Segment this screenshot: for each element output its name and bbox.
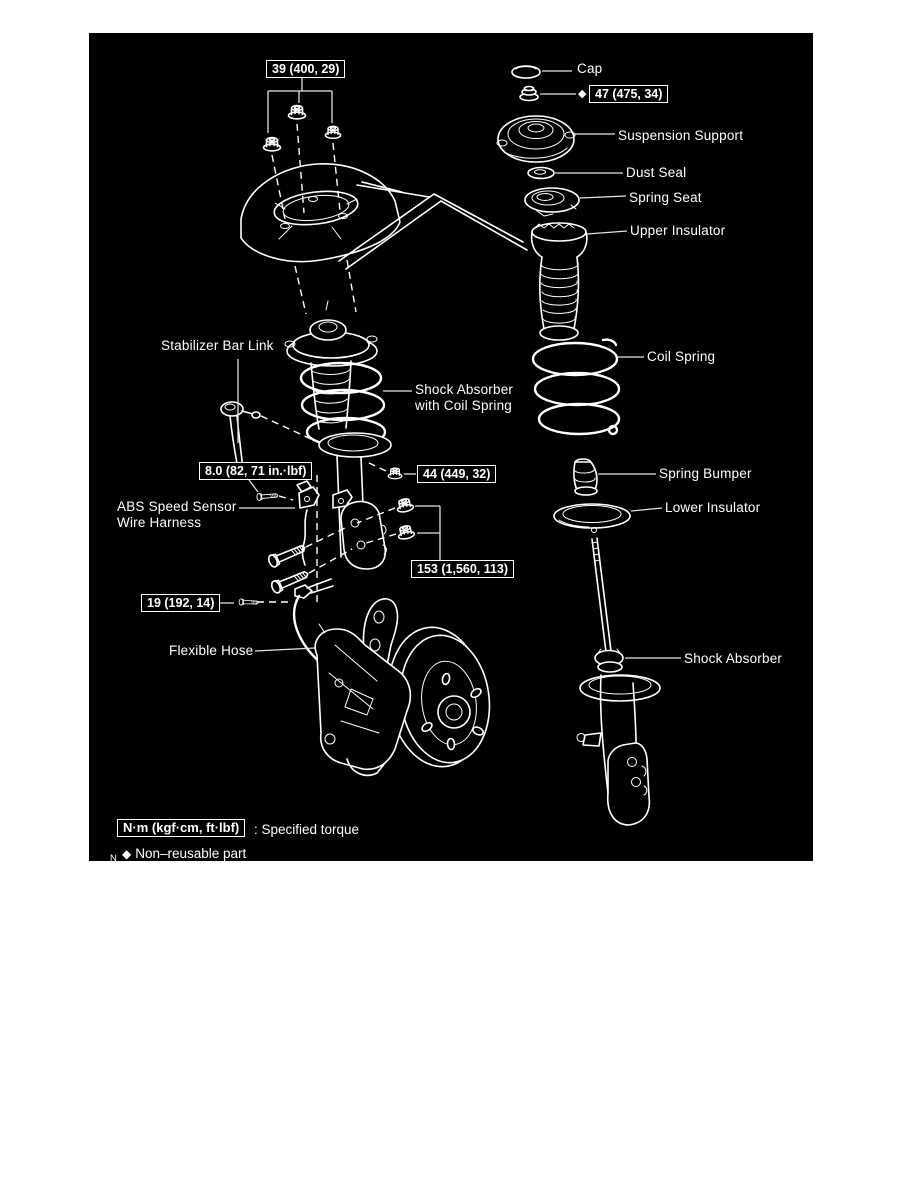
- torque-spec-top-mount-nuts: 39 (400, 29): [266, 60, 346, 78]
- knuckle-brake-drawing: [314, 598, 491, 777]
- strut-tower-drawing: [240, 163, 528, 270]
- torque-spec-flexible-hose-union: 19 (192, 14): [141, 594, 221, 612]
- torque-spec-knuckle-mount-bolts: 153 (1,560, 113): [411, 560, 515, 578]
- shock-absorber-drawing: [576, 537, 661, 826]
- non-reusable-diamond-icon: ◆: [578, 88, 587, 100]
- support-nut-drawing: [519, 85, 539, 102]
- label-upper-insulator: Upper Insulator: [630, 223, 726, 238]
- label-abs-line2: Wire Harness: [117, 515, 202, 530]
- spring-seat-drawing: [524, 187, 580, 217]
- alignment-dashed-lines: [257, 123, 397, 605]
- coil-spring-drawing: [531, 338, 621, 436]
- label-cap: Cap: [577, 61, 603, 76]
- label-dust-seal: Dust Seal: [626, 165, 687, 180]
- torque-spec-stabilizer-link-nut: 44 (449, 32): [417, 465, 497, 483]
- legend-non-reusable: ◆Non–reusable part: [122, 846, 246, 861]
- label-flexible-hose: Flexible Hose: [169, 643, 254, 658]
- label-abs-speed-sensor-wire-harness: ABS Speed Sensor Wire Harness: [117, 499, 237, 531]
- non-reusable-diamond-icon: ◆: [122, 847, 132, 861]
- exploded-view-diagram: Cap Suspension Support Dust Seal Spring …: [89, 33, 813, 864]
- suspension-support-drawing: [496, 115, 576, 163]
- strut-assembly-drawing: [284, 300, 392, 570]
- stabilizer-link-drawing: [220, 401, 261, 471]
- label-shock-absorber: Shock Absorber: [684, 651, 783, 666]
- label-coil-spring: Coil Spring: [647, 349, 716, 364]
- abs-sensor-drawing: [256, 480, 353, 566]
- label-shock-absorber-with-coil-spring: Shock Absorber with Coil Spring: [415, 382, 513, 414]
- exploded-view-artwork: [213, 65, 681, 826]
- top-mount-nuts-drawing: [262, 104, 342, 152]
- lower-insulator-drawing: [553, 503, 631, 533]
- legend-page-letter: N: [110, 853, 117, 864]
- torque-spec-support-center-nut: 47 (475, 34): [589, 85, 669, 103]
- knuckle-fasteners-drawing: [266, 467, 416, 595]
- torque-39-bracket-lines: [267, 77, 333, 133]
- label-spring-bumper: Spring Bumper: [659, 466, 752, 481]
- label-shock-absorber-with-coil-spring-line2: with Coil Spring: [415, 398, 512, 413]
- legend-non-reusable-text: Non–reusable part: [135, 846, 247, 861]
- label-spring-seat: Spring Seat: [629, 190, 702, 205]
- cap-drawing: [511, 65, 541, 79]
- spring-bumper-drawing: [573, 458, 598, 496]
- label-shock-absorber-with-coil-spring-line1: Shock Absorber: [415, 382, 514, 397]
- label-lower-insulator: Lower Insulator: [665, 500, 761, 515]
- dust-seal-drawing: [527, 166, 555, 180]
- label-abs-line1: ABS Speed Sensor: [117, 499, 237, 514]
- legend-torque-unit-box: N·m (kgf·cm, ft·lbf): [117, 819, 246, 837]
- label-stabilizer-bar-link: Stabilizer Bar Link: [161, 338, 274, 353]
- legend-torque-caption: : Specified torque: [254, 822, 360, 837]
- torque-spec-abs-harness-bolt: 8.0 (82, 71 in.·lbf): [199, 462, 313, 480]
- upper-insulator-drawing: [530, 222, 588, 341]
- label-suspension-support: Suspension Support: [618, 128, 744, 143]
